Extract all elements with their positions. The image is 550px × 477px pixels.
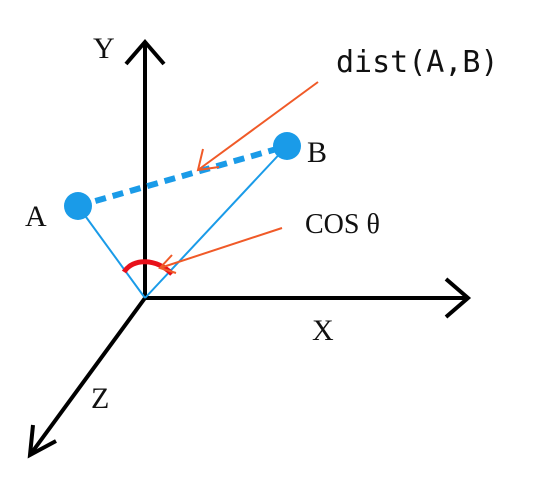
y-axis-arrowhead [124, 38, 166, 66]
vectors [77, 145, 288, 299]
distance-line [77, 143, 288, 209]
points [64, 132, 301, 220]
pointers [158, 81, 319, 274]
distance-label: dist(A,B) [336, 45, 499, 80]
cosine-label: COS θ [305, 209, 380, 240]
z-axis-label: Z [91, 382, 109, 415]
z-axis-arrowhead [27, 424, 57, 459]
cosine-pointer-line [159, 227, 283, 269]
x-axis-label: X [312, 314, 334, 347]
z-axis [28, 296, 147, 457]
point-a-label: A [25, 200, 47, 233]
point-b-label: B [307, 136, 327, 169]
vector-to-a [77, 205, 146, 299]
y-axis-label: Y [93, 32, 115, 65]
vector-to-b [144, 145, 288, 299]
point-a [64, 192, 92, 220]
axes [27, 38, 472, 459]
labels: Y X Z A B dist(A,B) COS θ [25, 32, 499, 415]
x-axis-arrowhead [444, 277, 472, 319]
distance-pointer-arrowhead [196, 148, 220, 172]
distance-pointer-line [197, 81, 319, 171]
point-b [273, 132, 301, 160]
cosine-pointer-arrowhead [158, 254, 177, 274]
